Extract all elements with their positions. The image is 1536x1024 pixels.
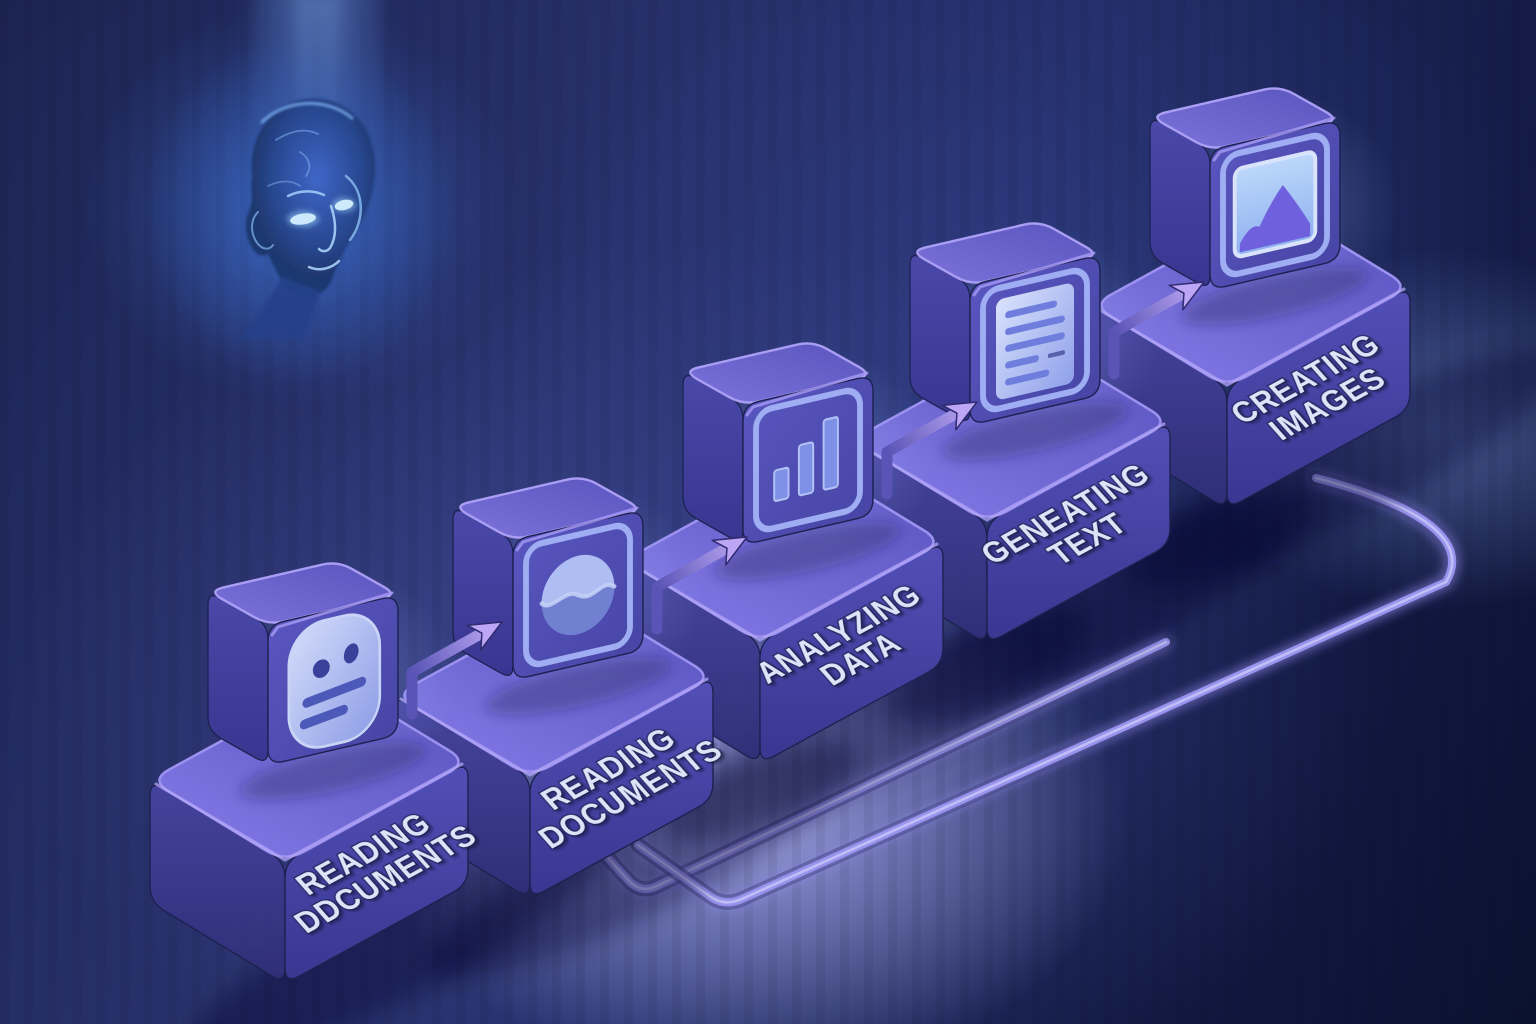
hologram-head-icon (145, 35, 455, 385)
